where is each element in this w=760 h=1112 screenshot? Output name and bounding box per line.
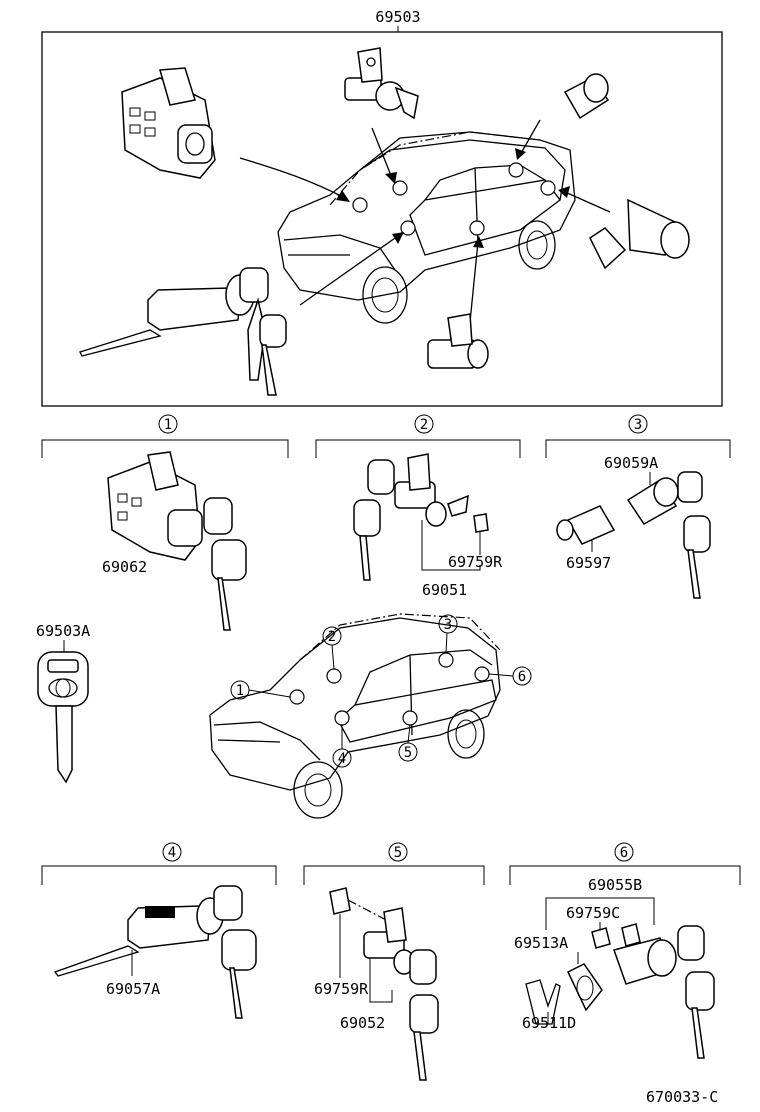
part-number-69503A: 69503A [36, 622, 90, 640]
part-number-69055B: 69055B [588, 876, 642, 894]
section-1: 1 69062 [41, 414, 289, 631]
section-3-callout: 3 [628, 414, 648, 434]
vehicle-callout-5-number: 5 [404, 745, 412, 761]
vehicle-callout-1: 1 [230, 680, 291, 700]
top-kit: 69503 [41, 8, 723, 407]
section-1-callout: 1 [158, 414, 178, 434]
section-2: 2 69759R 69051 [315, 414, 521, 599]
section-1-number: 1 [164, 417, 172, 433]
lock-location-spot [402, 710, 418, 726]
section-4-callout: 4 [162, 842, 182, 862]
rear-door-lock-part-illustration [329, 887, 439, 1081]
lock-location-spot [334, 710, 350, 726]
vehicle-callout-3-number: 3 [444, 617, 452, 633]
part-number-69759C: 69759C [566, 904, 620, 922]
section-6-callout: 6 [614, 842, 634, 862]
lock-location-spot [438, 652, 454, 668]
part-number-69059A: 69059A [604, 454, 658, 472]
vehicle-callout-1-number: 1 [236, 683, 244, 699]
vehicle-callout-4-number: 4 [338, 751, 346, 767]
top-lock-location-spot [400, 220, 416, 236]
section-6-number: 6 [620, 845, 628, 861]
top-vehicle-illustration [277, 131, 576, 324]
vehicle-callout-5: 5 [398, 724, 418, 762]
hatch-lock-cylinder-illustration [563, 73, 610, 120]
vehicle-callout-3: 3 [438, 614, 458, 654]
location-arrows [239, 119, 611, 323]
central-vehicle-illustration [209, 613, 501, 819]
vehicle-callout-2: 2 [322, 626, 342, 670]
lock-location-spot [326, 668, 342, 684]
lock-location-spot [289, 689, 305, 705]
section-2-callout: 2 [414, 414, 434, 434]
vehicle-callout-6: 6 [488, 666, 532, 686]
back-door-lock-illustration [589, 198, 690, 270]
section-4: 4 69057A [41, 842, 277, 1019]
footer-code: 670033-C [646, 1088, 718, 1106]
door-lock-cylinder-illustration [344, 47, 419, 120]
section-3: 3 69059A 69597 [545, 414, 731, 599]
part-number-69597: 69597 [566, 554, 611, 572]
part-number-69759R: 69759R [314, 980, 369, 998]
ignition-cylinder-key-illustration [79, 267, 287, 396]
part-number-69511D: 69511D [522, 1014, 576, 1032]
part-number-69513A: 69513A [514, 934, 568, 952]
vehicle-callout-2-number: 2 [328, 629, 336, 645]
ignition-cylinder-part-illustration [53, 885, 257, 1019]
master-key-illustration [37, 651, 89, 784]
section-3-number: 3 [634, 417, 642, 433]
section-5-callout: 5 [388, 842, 408, 862]
ignition-switch-illustration [121, 67, 216, 179]
top-kit-part-number: 69503 [375, 8, 420, 26]
vehicle-callout-4: 4 [332, 725, 352, 768]
lock-location-spot [474, 666, 490, 682]
section-6: 6 69055B 69759C 69513A 69511D [509, 842, 741, 1059]
part-number-69051: 69051 [422, 581, 467, 599]
section-2-number: 2 [420, 417, 428, 433]
glove-box-lock-part-illustration [556, 471, 711, 599]
top-lock-location-spot [392, 180, 408, 196]
part-number-69062: 69062 [102, 558, 147, 576]
top-lock-location-spot [469, 220, 485, 236]
section-5: 5 69759R 69052 [303, 842, 485, 1081]
door-lock-part-illustration [353, 453, 489, 581]
top-kit-frame [41, 31, 723, 407]
ignition-switch-part-illustration [107, 451, 247, 631]
section-5-number: 5 [394, 845, 402, 861]
top-lock-location-spot [352, 197, 368, 213]
part-number-69052: 69052 [340, 1014, 385, 1032]
standalone-key: 69503A [36, 622, 90, 784]
back-door-lock-part-illustration [525, 923, 715, 1059]
trunk-lock-illustration [427, 313, 489, 369]
section-4-number: 4 [168, 845, 176, 861]
part-number-69759R: 69759R [448, 553, 503, 571]
vehicle-callout-6-number: 6 [518, 669, 526, 685]
part-number-69057A: 69057A [106, 980, 160, 998]
top-lock-location-spot [508, 162, 524, 178]
top-lock-location-spot [540, 180, 556, 196]
